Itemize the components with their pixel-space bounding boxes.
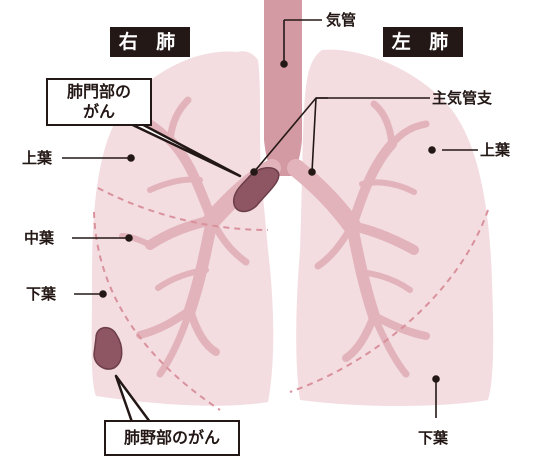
- leader-lines: [62, 19, 478, 418]
- hilar-callout-line2: がん: [82, 102, 115, 121]
- right-middle-lobe-label: 中葉: [24, 229, 55, 247]
- hilar-callout-line1: 肺門部の: [66, 82, 131, 101]
- left-bronchial-tree: [287, 100, 430, 378]
- peripheral-tumor: [93, 326, 123, 370]
- left-lung: [296, 49, 494, 406]
- left-lung-badge: 左 肺: [383, 27, 463, 57]
- right-lower-lobe-label: 下葉: [26, 285, 57, 303]
- peripheral-cancer-callout: 肺野部のがん: [104, 420, 240, 456]
- right-lung-badge: 右 肺: [110, 27, 190, 57]
- trachea-label: 気管: [326, 11, 357, 29]
- right-upper-lobe-label: 上葉: [22, 149, 53, 167]
- left-lower-lobe-label: 下葉: [418, 429, 449, 447]
- left-upper-lobe-label: 上葉: [480, 141, 511, 159]
- trachea-shape: [264, 0, 302, 176]
- main-bronchus-label: 主気管支: [432, 89, 493, 107]
- hilar-cancer-callout: 肺門部の がん: [46, 78, 152, 126]
- hilar-tumor: [232, 167, 280, 213]
